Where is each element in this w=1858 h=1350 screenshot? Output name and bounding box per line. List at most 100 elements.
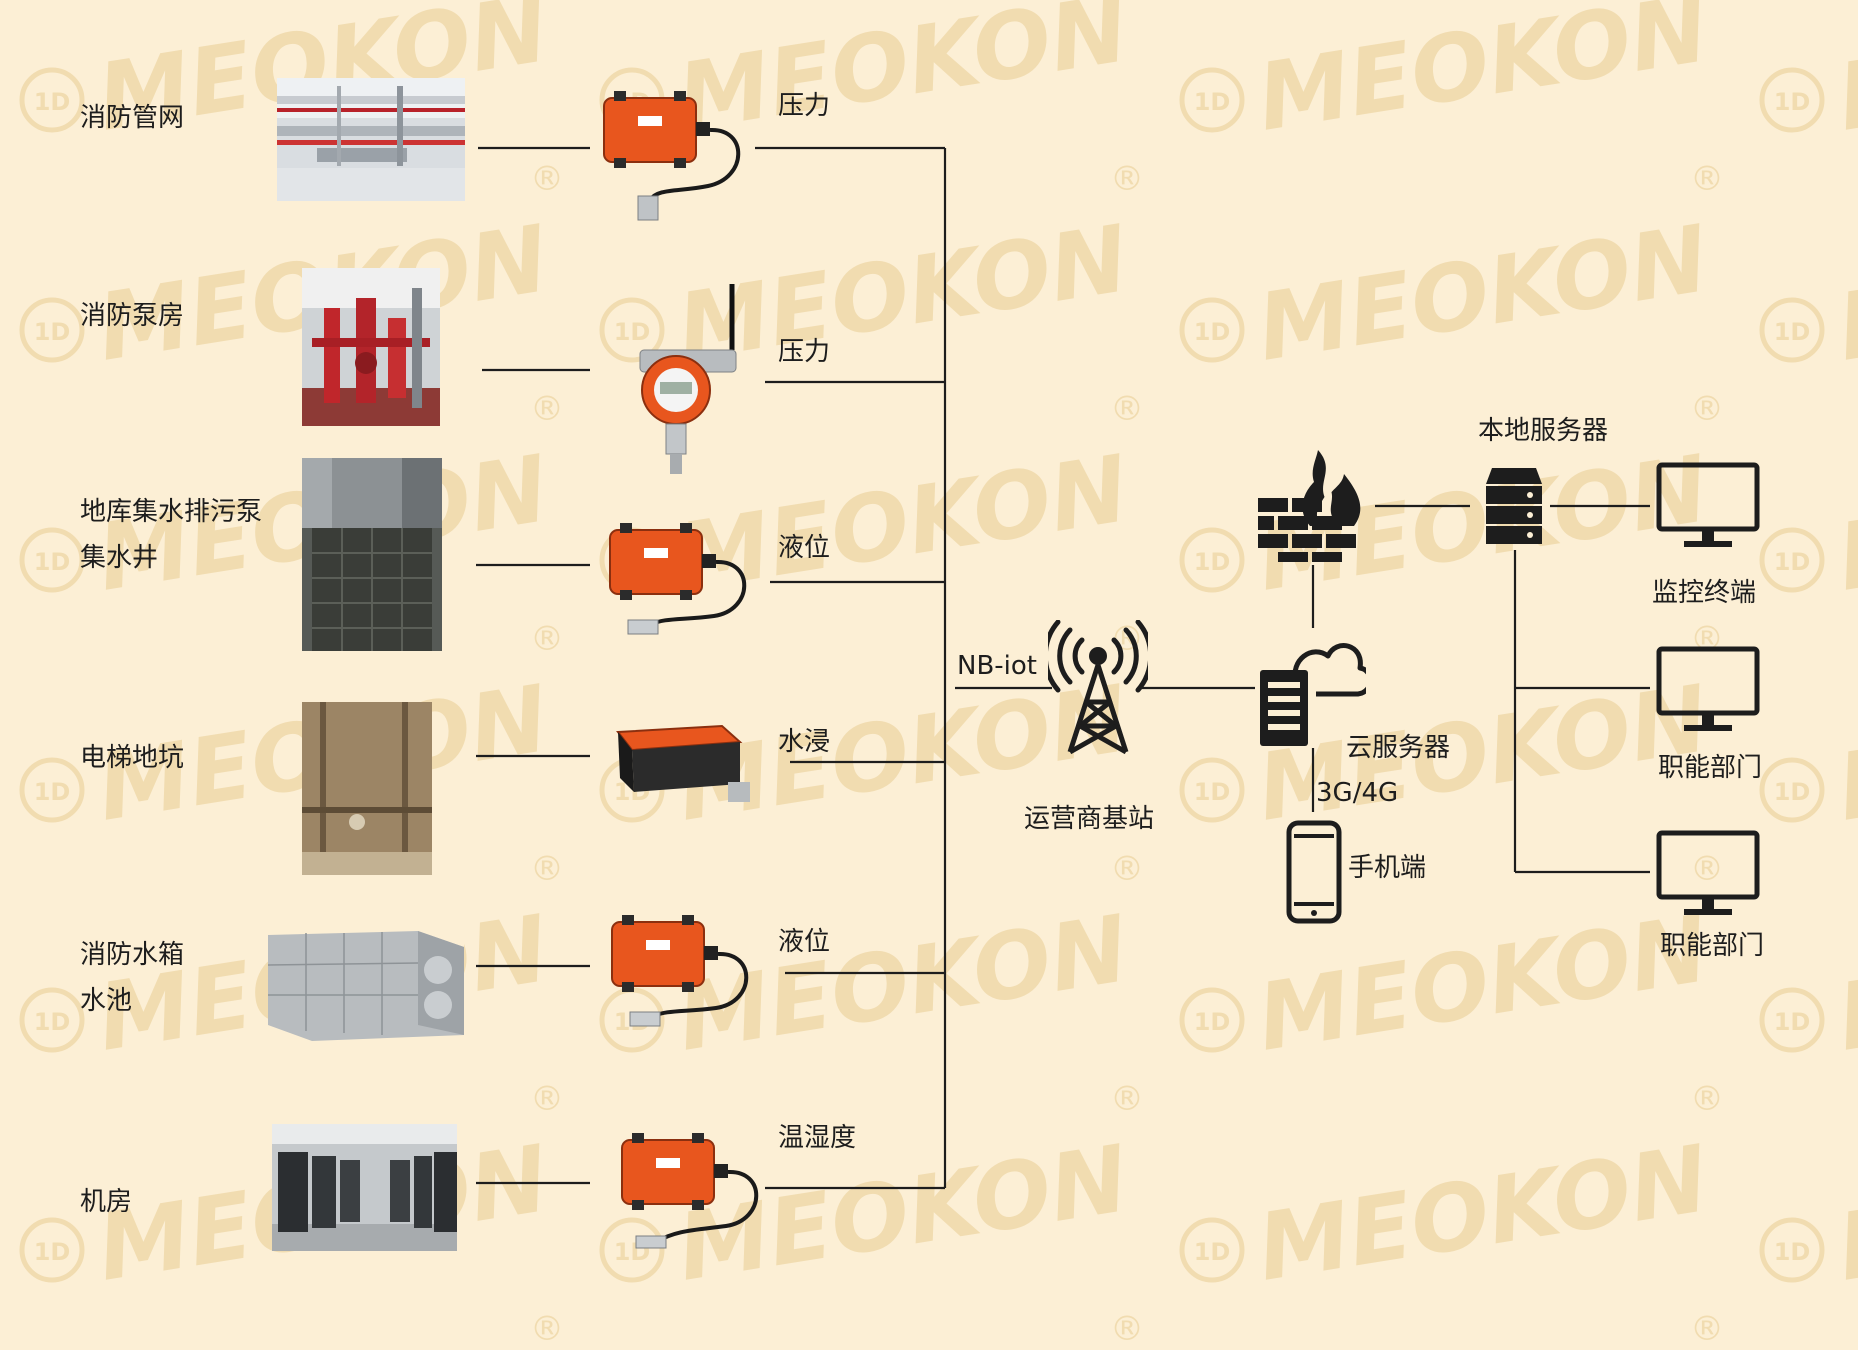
watermark-circle xyxy=(1759,987,1825,1053)
base-station-label: 运营商基站 xyxy=(1024,804,1155,834)
site-photo-fire-pipe-network xyxy=(277,78,465,201)
mobile-label: 手机端 xyxy=(1348,853,1427,883)
watermark-mark: 1D xyxy=(1774,778,1811,806)
sensor-type-label: 温湿度 xyxy=(778,1123,857,1153)
watermark-circle xyxy=(1179,527,1245,593)
watermark-mark: 1D xyxy=(34,548,71,576)
watermark-brand: MEOKON xyxy=(1831,0,1858,152)
watermark-brand: MEOKON xyxy=(1251,205,1715,382)
watermark-registered: ® xyxy=(1110,1079,1144,1119)
protocol-label: NB-iot xyxy=(957,651,1037,681)
temperature-humidity-transmitter xyxy=(616,1130,776,1264)
watermark-mark: 1D xyxy=(1194,318,1231,346)
cell-tower-icon xyxy=(1042,619,1154,764)
cloud-server-icon xyxy=(1256,630,1373,754)
watermark-mark: 1D xyxy=(1774,548,1811,576)
site-label: 机房 xyxy=(80,1187,133,1217)
watermark-circle xyxy=(1759,757,1825,823)
watermark-circle xyxy=(19,527,85,593)
sensor-type-label: 水浸 xyxy=(778,727,831,757)
monitor-icon xyxy=(1656,462,1760,554)
watermark-registered: ® xyxy=(530,159,564,199)
site-photo-fire-pump-room xyxy=(302,268,440,426)
site-photo-elevator-pit xyxy=(302,702,432,875)
watermark-brand: MEOKON xyxy=(1831,1125,1858,1302)
watermark-mark: 1D xyxy=(34,88,71,116)
watermark-brand: MEOKON xyxy=(1831,435,1858,612)
watermark-registered: ® xyxy=(1690,1079,1724,1119)
watermark-circle xyxy=(19,987,85,1053)
mobile-phone-icon xyxy=(1286,820,1342,928)
watermark-mark: 1D xyxy=(1774,318,1811,346)
watermark-circle xyxy=(1759,297,1825,363)
site-label: 消防管网 xyxy=(80,103,185,133)
watermark-registered: ® xyxy=(530,849,564,889)
watermark-brand: MEOKON xyxy=(1831,895,1858,1072)
site-photo-server-room xyxy=(272,1124,457,1251)
site-photo-water-tank xyxy=(268,925,464,1043)
watermark-mark: 1D xyxy=(1194,88,1231,116)
watermark-brand: MEOKON xyxy=(1831,205,1858,382)
watermark-circle xyxy=(19,757,85,823)
watermark-mark: 1D xyxy=(34,318,71,346)
watermark-circle xyxy=(1179,757,1245,823)
watermark-circle xyxy=(19,1217,85,1283)
watermark-mark: 1D xyxy=(34,1008,71,1036)
sensor-type-label: 液位 xyxy=(778,927,831,957)
watermark-circle xyxy=(1179,1217,1245,1283)
level-transmitter-box-2 xyxy=(606,912,766,1046)
terminal-label: 职能部门 xyxy=(1660,931,1765,961)
watermark-circle xyxy=(1759,1217,1825,1283)
watermark-mark: 1D xyxy=(34,778,71,806)
cloud-server-label: 云服务器 xyxy=(1346,733,1451,763)
watermark-registered: ® xyxy=(530,619,564,659)
sensor-type-label: 液位 xyxy=(778,533,831,563)
watermark-mark: 1D xyxy=(1774,88,1811,116)
water-immersion-sensor xyxy=(612,722,762,821)
watermark-registered: ® xyxy=(1690,1309,1724,1349)
watermark-circle xyxy=(1759,527,1825,593)
local-server-icon xyxy=(1484,466,1544,550)
watermark-circle xyxy=(1179,67,1245,133)
monitor-icon xyxy=(1656,830,1760,922)
watermark-registered: ® xyxy=(1110,849,1144,889)
watermark-registered: ® xyxy=(530,389,564,429)
pressure-transmitter-box xyxy=(598,88,758,232)
site-photo-basement-sump xyxy=(302,458,442,651)
site-label: 电梯地坑 xyxy=(80,743,185,773)
watermark-mark: 1D xyxy=(1194,548,1231,576)
local-server-label: 本地服务器 xyxy=(1478,416,1609,446)
mobile-link-label: 3G/4G xyxy=(1316,778,1399,808)
level-transmitter-box xyxy=(604,520,764,654)
watermark-circle xyxy=(1179,987,1245,1053)
firewall-icon xyxy=(1256,448,1376,567)
site-label: 消防泵房 xyxy=(80,301,185,331)
watermark-mark: 1D xyxy=(1774,1008,1811,1036)
watermark-registered: ® xyxy=(1110,1309,1144,1349)
watermark-mark: 1D xyxy=(1194,1008,1231,1036)
watermark-circle xyxy=(19,297,85,363)
watermark-registered: ® xyxy=(1110,389,1144,429)
sensor-type-label: 压力 xyxy=(778,337,831,367)
watermark-circle xyxy=(1179,297,1245,363)
digital-pressure-gauge xyxy=(620,280,750,484)
watermark-registered: ® xyxy=(1690,159,1724,199)
watermark-brand: MEOKON xyxy=(1831,665,1858,842)
watermark-mark: 1D xyxy=(1774,1238,1811,1266)
watermark-registered: ® xyxy=(530,1309,564,1349)
watermark-registered: ® xyxy=(530,1079,564,1119)
monitor-icon xyxy=(1656,646,1760,738)
watermark-brand: MEOKON xyxy=(1251,0,1715,152)
terminal-label: 监控终端 xyxy=(1652,578,1757,608)
watermark-circle xyxy=(1759,67,1825,133)
watermark-brand: MEOKON xyxy=(1251,1125,1715,1302)
terminal-label: 职能部门 xyxy=(1658,753,1763,783)
watermark-mark: 1D xyxy=(34,1238,71,1266)
watermark-registered: ® xyxy=(1690,389,1724,429)
site-label: 消防水箱水池 xyxy=(80,940,185,1017)
site-label: 地库集水排污泵集水井 xyxy=(80,497,263,574)
watermark-registered: ® xyxy=(1110,159,1144,199)
watermark-mark: 1D xyxy=(1194,778,1231,806)
watermark-mark: 1D xyxy=(1194,1238,1231,1266)
sensor-type-label: 压力 xyxy=(778,91,831,121)
